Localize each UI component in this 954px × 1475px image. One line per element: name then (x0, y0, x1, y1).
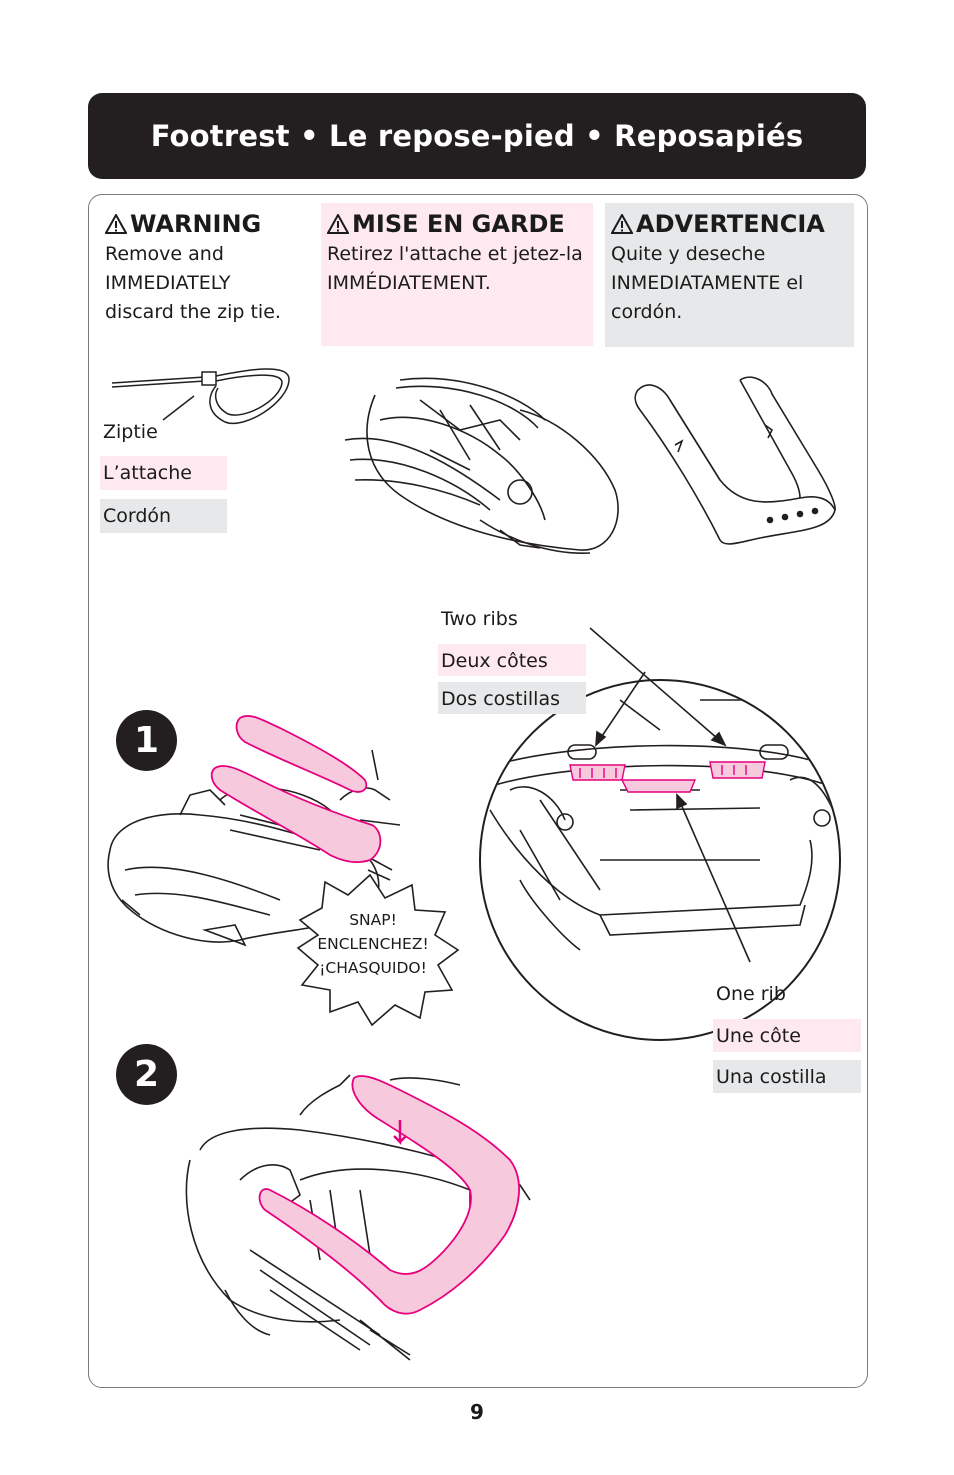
ziptie-label-fr: L’attache (100, 456, 227, 490)
warning-en-title-text: WARNING (130, 210, 262, 238)
warning-en: WARNING Remove and IMMEDIATELY discard t… (99, 203, 311, 343)
warning-fr: MISE EN GARDE Retirez l'attache et jetez… (321, 203, 593, 346)
step-2-badge: 2 (116, 1044, 177, 1105)
ziptie-label-es: Cordón (100, 499, 227, 533)
step1-illustration (107, 749, 401, 947)
down-arrow-icon (393, 1120, 407, 1146)
ziptie-illustration (111, 368, 290, 425)
warning-en-title: WARNING (105, 209, 305, 239)
snap-text: SNAP! ENCLENCHEZ! ¡CHASQUIDO! (298, 908, 448, 980)
warning-es: ADVERTENCIA Quite y deseche INMEDIATAMEN… (605, 203, 854, 347)
snap-text-fr: ENCLENCHEZ! (317, 935, 429, 953)
page-number: 9 (470, 1400, 484, 1424)
one-rib-label-es: Una costilla (713, 1060, 861, 1093)
snap-text-en: SNAP! (349, 911, 397, 929)
stroller-top-illustration (344, 377, 619, 554)
warning-fr-body: Retirez l'attache et jetez-la IMMÉDIATEM… (327, 243, 583, 294)
two-ribs-label-es: Dos costillas (438, 682, 586, 714)
warning-es-body: Quite y deseche INMEDIATAMENTE el cordón… (611, 243, 804, 323)
warning-en-body: Remove and IMMEDIATELY discard the zip t… (105, 243, 281, 323)
two-ribs-label-en: Two ribs (441, 608, 518, 630)
one-rib-label-fr: Une côte (713, 1019, 861, 1052)
warning-fr-title: MISE EN GARDE (327, 209, 587, 239)
warning-es-title-text: ADVERTENCIA (636, 210, 825, 238)
ziptie-label-en: Ziptie (103, 421, 158, 443)
warning-triangle-icon (611, 214, 633, 234)
footrest-step1-pink (210, 715, 382, 863)
step-1-badge: 1 (116, 710, 177, 771)
warning-triangle-icon (327, 214, 349, 234)
snap-burst-shape (296, 873, 460, 1027)
step2-illustration (185, 1074, 531, 1361)
two-ribs-label-fr: Deux côtes (438, 644, 586, 676)
warning-es-title: ADVERTENCIA (611, 209, 848, 239)
footrest-step2-pink (258, 1075, 520, 1315)
footrest-part-illustration (634, 376, 836, 545)
rib-highlights (569, 761, 766, 793)
warning-triangle-icon (105, 214, 127, 234)
page-title: Footrest • Le repose-pied • Reposapiés (88, 93, 866, 179)
one-rib-label-en: One rib (716, 983, 786, 1005)
warning-fr-title-text: MISE EN GARDE (352, 210, 565, 238)
snap-text-es: ¡CHASQUIDO! (319, 959, 427, 977)
